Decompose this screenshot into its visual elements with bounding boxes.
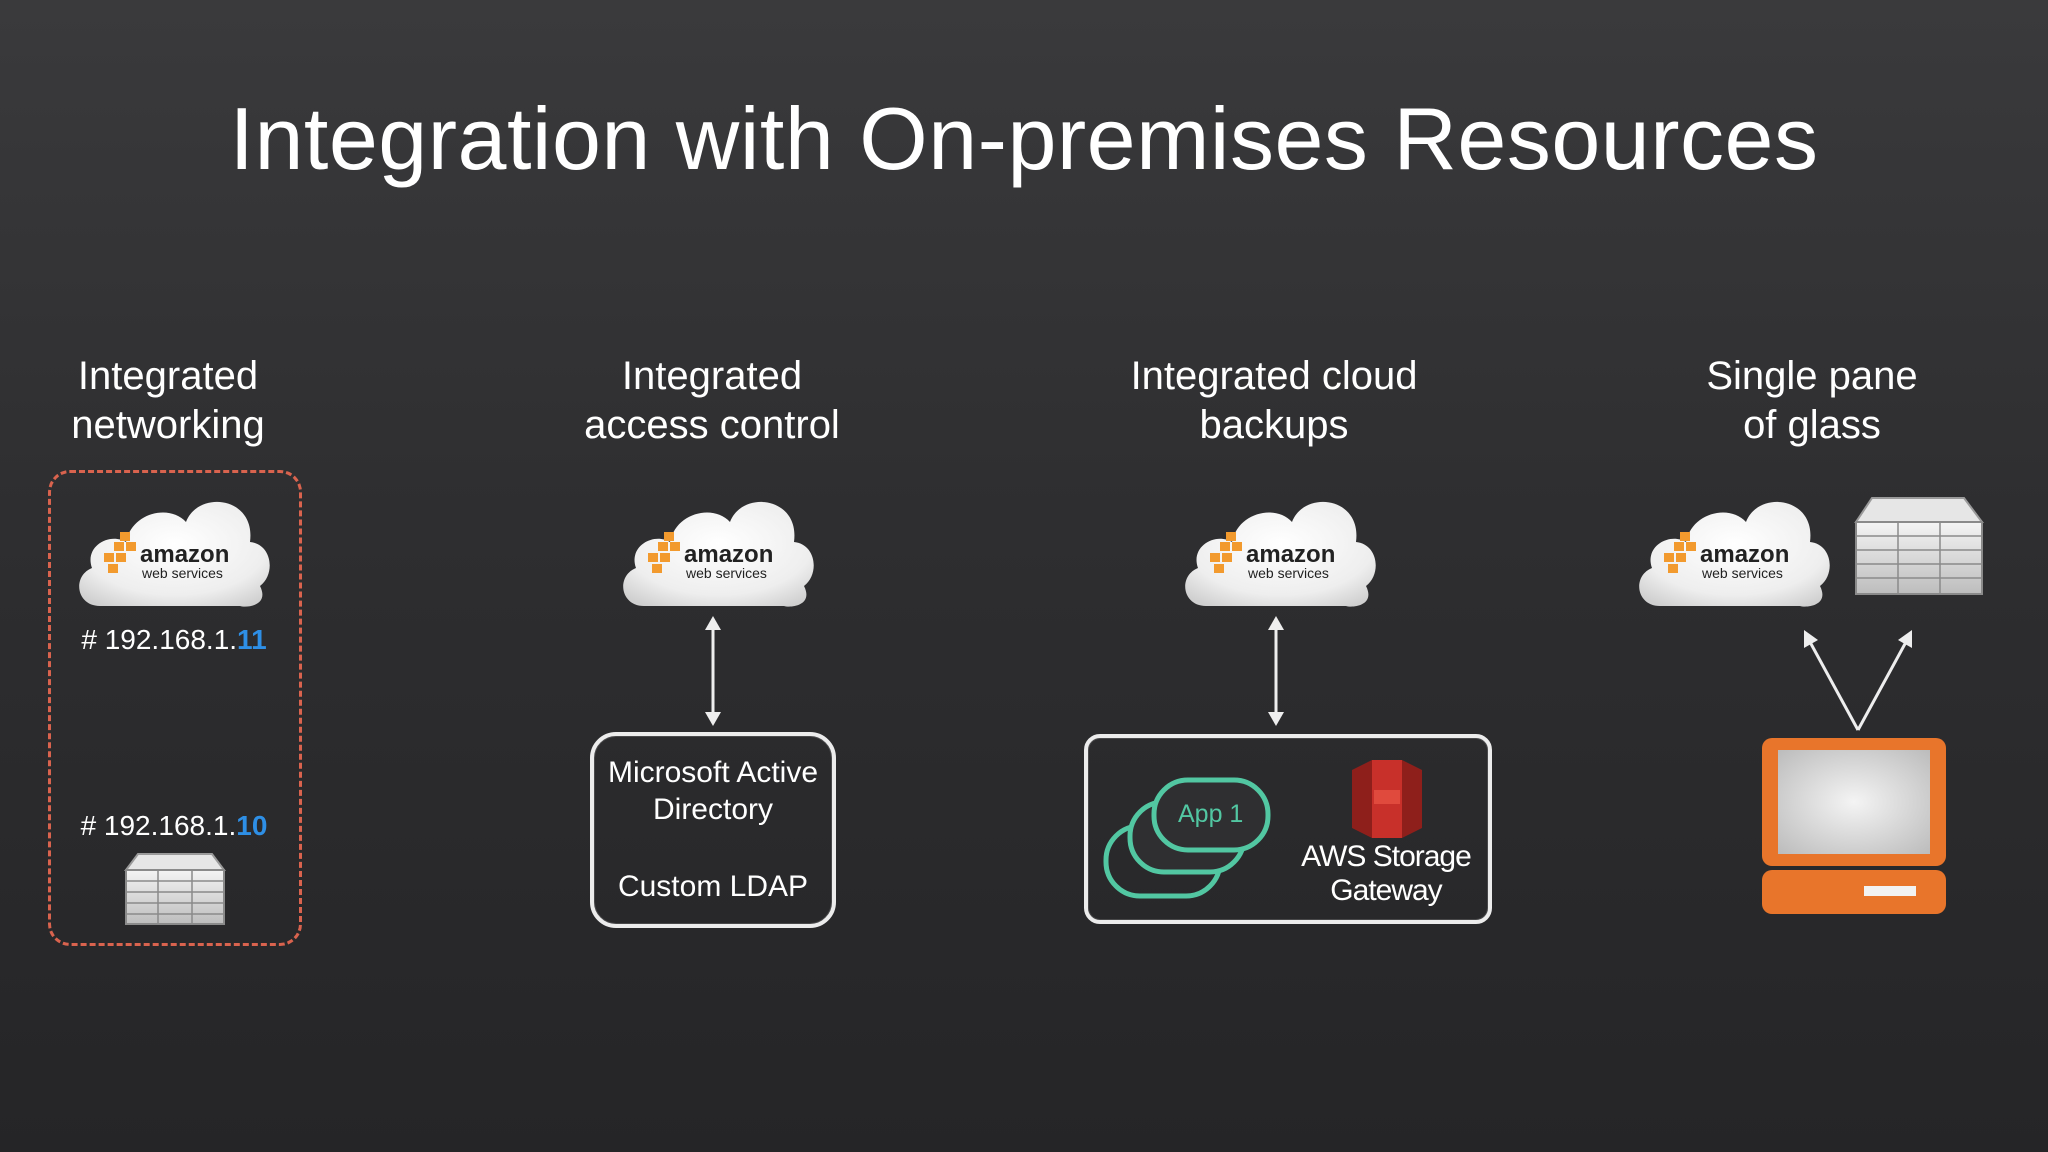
svg-text:amazon: amazon: [1246, 541, 1335, 568]
aws-cloud-icon: amazon web services: [614, 482, 818, 614]
svg-text:web services: web services: [1247, 565, 1329, 581]
app-stack-icon: [1102, 776, 1282, 902]
ms-active-directory-line2: Directory: [653, 793, 773, 826]
svg-text:web services: web services: [685, 565, 767, 581]
svg-text:amazon: amazon: [140, 541, 229, 568]
aws-cloud-icon: amazon web services: [1176, 482, 1380, 614]
aws-cloud-icon: amazon web services: [70, 482, 274, 614]
aws-cloud-icon: amazon web services: [1630, 482, 1834, 614]
bidirectional-arrow-icon: [1261, 614, 1291, 728]
svg-text:amazon: amazon: [1700, 541, 1789, 568]
storage-gateway-icon: [1350, 756, 1424, 842]
slide-title: Integration with On-premises Resources: [0, 88, 2048, 190]
bidirectional-arrow-icon: [698, 614, 728, 728]
ms-active-directory-line1: Microsoft Active: [608, 756, 818, 789]
directory-services-box: Microsoft Active Directory Custom LDAP: [590, 732, 836, 928]
server-icon: [1852, 496, 1986, 600]
server-icon: [124, 852, 226, 926]
svg-text:web services: web services: [141, 565, 223, 581]
computer-icon: [1758, 734, 1950, 918]
dual-arrow-icon: [1796, 626, 1920, 734]
svg-text:web services: web services: [1701, 565, 1783, 581]
svg-text:amazon: amazon: [684, 541, 773, 568]
app-1-label: App 1: [1178, 800, 1243, 829]
ip-address-cloud: # 192.168.1.11: [44, 624, 304, 656]
custom-ldap-label: Custom LDAP: [594, 868, 832, 905]
ip-address-server: # 192.168.1.10: [44, 810, 304, 842]
